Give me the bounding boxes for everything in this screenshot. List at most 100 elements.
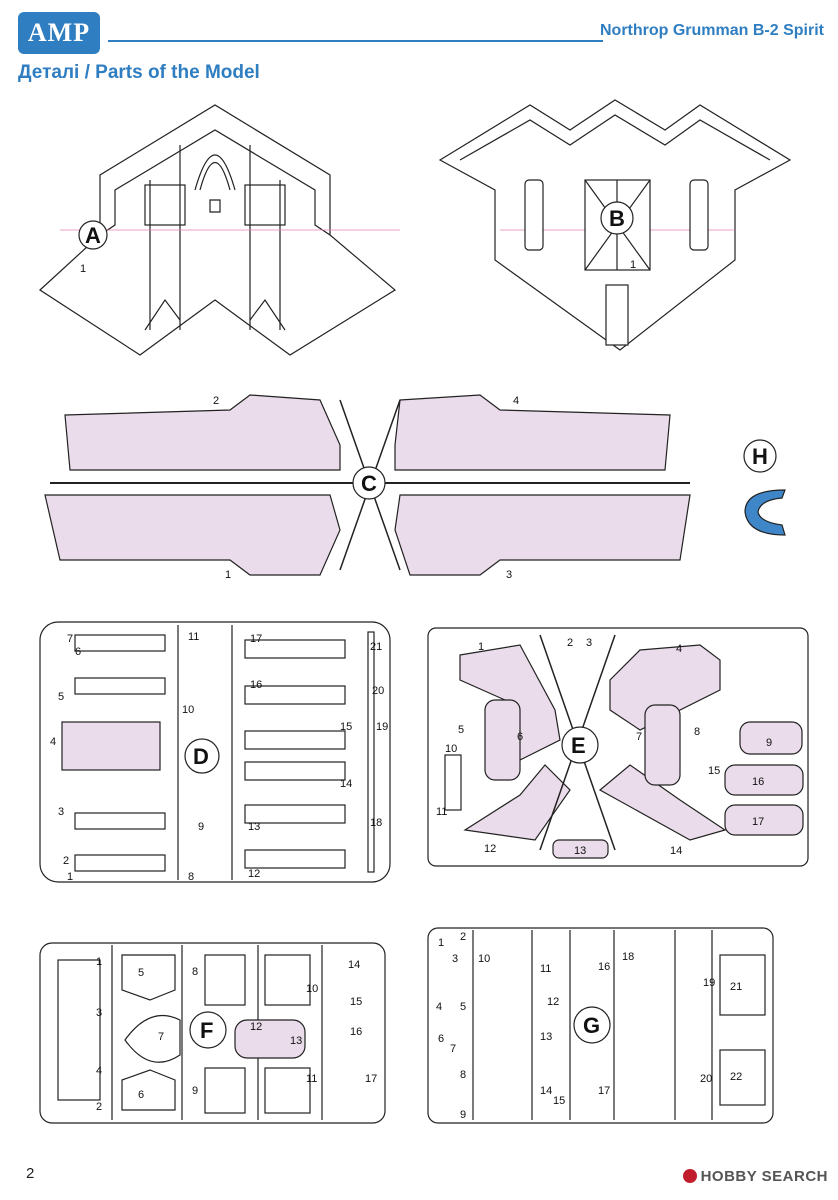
svg-text:1: 1 [438,937,444,949]
sprue-a: A 1 [39,104,400,356]
svg-text:10: 10 [445,743,457,755]
svg-text:11: 11 [188,631,199,643]
svg-text:9: 9 [198,821,204,833]
svg-text:3: 3 [586,637,592,649]
watermark-text: HOBBY SEARCH [700,1168,828,1185]
svg-text:10: 10 [306,983,318,995]
sprue-c: C 1 2 3 4 [44,394,691,581]
svg-text:9: 9 [192,1085,198,1097]
svg-text:17: 17 [752,816,764,828]
svg-text:8: 8 [192,966,198,978]
svg-text:11: 11 [306,1073,317,1085]
amp-logo: AMP [18,12,100,54]
svg-text:12: 12 [547,996,559,1008]
sprue-d: D 1 2 3 4 5 6 7 8 9 10 11 12 13 14 15 16… [39,621,391,883]
svg-text:4: 4 [676,643,682,655]
part-h-letter: H [752,444,768,469]
svg-text:10: 10 [182,704,194,716]
svg-text:8: 8 [188,871,194,883]
svg-text:5: 5 [58,691,64,703]
svg-text:17: 17 [250,633,262,645]
watermark: HOBBY SEARCH [682,1168,828,1185]
svg-text:12: 12 [484,843,496,855]
svg-text:13: 13 [574,845,586,857]
svg-text:3: 3 [506,569,512,581]
svg-text:1: 1 [630,259,636,271]
svg-text:6: 6 [75,646,81,658]
svg-text:2: 2 [63,855,69,867]
svg-text:11: 11 [540,963,551,975]
sprue-c-letter: C [361,471,377,496]
svg-text:2: 2 [96,1101,102,1113]
model-title: Northrop Grumman B-2 Spirit [599,22,824,39]
svg-text:5: 5 [138,967,144,979]
svg-text:20: 20 [372,685,384,697]
svg-text:3: 3 [96,1007,102,1019]
svg-text:22: 22 [730,1071,742,1083]
svg-text:18: 18 [370,817,382,829]
svg-text:15: 15 [350,996,362,1008]
svg-text:19: 19 [703,977,715,989]
svg-text:10: 10 [478,953,490,965]
svg-text:9: 9 [766,737,772,749]
svg-text:3: 3 [452,953,458,965]
svg-text:21: 21 [370,641,382,653]
sprue-b-letter: B [609,206,625,231]
svg-text:13: 13 [540,1031,552,1043]
svg-text:8: 8 [694,726,700,738]
svg-text:13: 13 [248,821,260,833]
svg-text:16: 16 [598,961,610,973]
svg-text:14: 14 [340,778,352,790]
svg-text:14: 14 [670,845,682,857]
svg-text:2: 2 [567,637,573,649]
svg-text:18: 18 [622,951,634,963]
svg-text:4: 4 [436,1001,442,1013]
svg-text:5: 5 [458,724,464,736]
svg-text:14: 14 [348,959,360,971]
svg-text:5: 5 [460,1001,466,1013]
page-number: 2 [26,1165,35,1182]
sprue-e: E 1 2 3 4 5 6 7 8 9 10 11 12 13 14 15 16… [427,627,809,867]
svg-text:15: 15 [553,1095,565,1107]
svg-text:17: 17 [365,1073,377,1085]
svg-text:1: 1 [225,569,231,581]
sprue-g: G 1 2 3 4 5 6 7 8 9 10 11 12 13 14 15 16… [427,927,774,1124]
svg-text:1: 1 [67,871,73,883]
svg-text:7: 7 [67,633,73,645]
watermark-logo-icon [682,1169,697,1183]
svg-text:13: 13 [290,1035,302,1047]
sprue-f: F 1 2 3 4 5 6 7 8 9 10 11 12 13 14 15 16… [39,942,386,1124]
sprue-d-letter: D [193,744,209,769]
svg-text:1: 1 [478,641,484,653]
svg-text:16: 16 [752,776,764,788]
header-rule [108,40,603,42]
svg-text:4: 4 [50,736,56,748]
svg-text:8: 8 [460,1069,466,1081]
svg-text:4: 4 [96,1065,102,1077]
svg-text:7: 7 [158,1031,164,1043]
svg-text:1: 1 [80,263,86,275]
svg-text:6: 6 [438,1033,444,1045]
svg-text:14: 14 [540,1085,552,1097]
svg-text:2: 2 [460,931,466,943]
svg-text:21: 21 [730,981,742,993]
sprue-g-letter: G [583,1013,600,1038]
svg-text:6: 6 [138,1089,144,1101]
svg-text:6: 6 [517,731,523,743]
svg-text:12: 12 [250,1021,262,1033]
svg-text:17: 17 [598,1085,610,1097]
svg-text:9: 9 [460,1109,466,1121]
svg-text:2: 2 [213,395,219,407]
svg-text:15: 15 [340,721,352,733]
section-title: Деталі / Parts of the Model [18,62,260,83]
sprue-a-letter: A [85,223,101,248]
sprue-b: B 1 [438,99,792,351]
svg-text:19: 19 [376,721,388,733]
part-h: H [743,439,786,536]
svg-text:12: 12 [248,868,260,880]
svg-text:16: 16 [350,1026,362,1038]
svg-text:7: 7 [450,1043,456,1055]
svg-text:16: 16 [250,679,262,691]
svg-text:3: 3 [58,806,64,818]
